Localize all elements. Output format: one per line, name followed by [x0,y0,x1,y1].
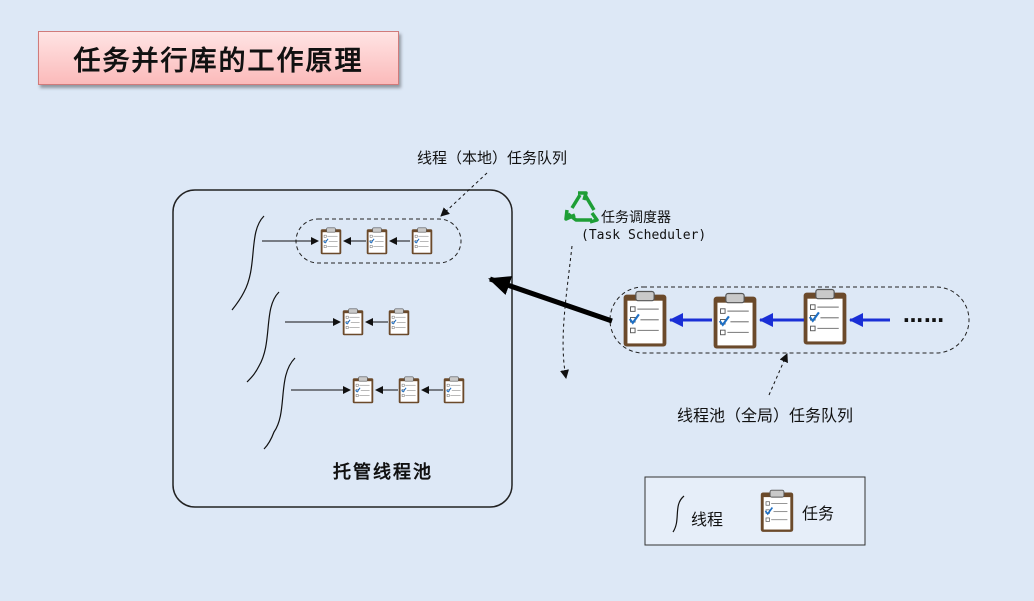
thread-squiggle-2 [246,291,280,383]
task-icon [352,376,374,404]
task-icon [622,290,668,348]
task-icon [388,308,410,336]
scheduler-flow-arrow [560,245,573,379]
local-queue-pointer [440,172,488,217]
thread-pool-box [172,189,513,508]
task-icon [342,308,364,336]
thread-pool-label: 托管线程池 [333,462,433,483]
legend-task-icon [759,489,795,533]
legend-box [644,476,866,546]
scheduler-label-en: (Task Scheduler) [581,228,707,243]
thread-squiggle-3 [263,357,296,450]
legend-thread-squiggle [672,495,685,533]
title-box: 任务并行库的工作原理 [38,31,399,85]
task-icon [398,376,420,404]
scheduler-label: 任务调度器 [601,210,671,226]
task-icon [712,292,758,350]
global-queue-capsule [609,286,970,354]
legend-task-label: 任务 [802,504,835,523]
ellipsis: …… [903,303,945,327]
global-queue-pointer [768,353,788,396]
task-icon [802,288,848,346]
task-icon [366,227,388,255]
global-queue-label: 线程池（全局）任务队列 [677,406,854,425]
thread-squiggle-1 [231,215,265,311]
task-icon [320,227,342,255]
local-queue-label: 线程（本地）任务队列 [417,149,568,167]
task-icon [443,376,465,404]
recycle-icon [564,191,599,224]
page-title: 任务并行库的工作原理 [73,45,364,77]
task-icon [411,227,433,255]
dispatch-arrow [488,276,613,324]
legend-thread-label: 线程 [691,510,724,529]
